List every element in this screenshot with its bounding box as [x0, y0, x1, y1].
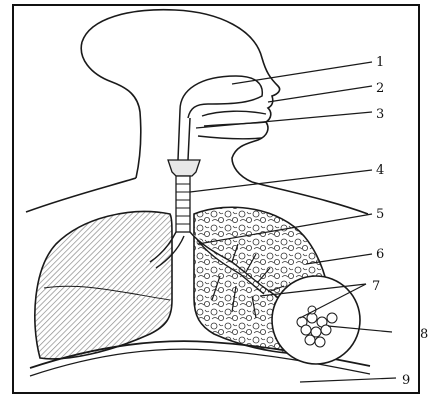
left-lung — [35, 212, 172, 359]
right-shoulder — [252, 182, 368, 214]
label-1: 1 — [376, 55, 384, 70]
larynx — [168, 160, 200, 176]
leader-line-9 — [300, 378, 396, 382]
leader-line-2 — [268, 86, 372, 102]
leader-line-1 — [232, 62, 372, 84]
trachea — [176, 176, 190, 232]
label-2: 2 — [376, 81, 384, 96]
leader-line-3 — [196, 112, 372, 128]
label-9: 9 — [402, 373, 410, 388]
left-shoulder — [26, 178, 136, 212]
label-6: 6 — [376, 247, 384, 262]
label-4: 4 — [376, 163, 384, 178]
label-5: 5 — [376, 207, 384, 222]
label-7: 7 — [372, 279, 380, 294]
back-of-head — [81, 42, 141, 178]
label-8: 8 — [420, 327, 428, 342]
head-outline — [82, 10, 280, 182]
label-3: 3 — [376, 107, 384, 122]
